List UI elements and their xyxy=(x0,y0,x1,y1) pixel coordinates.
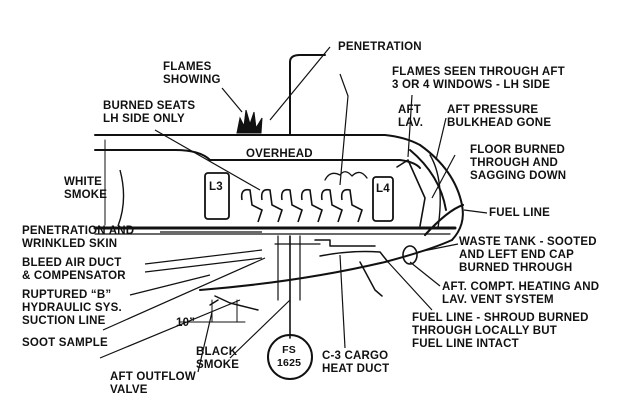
fuselage-bottom xyxy=(199,239,453,291)
tail-cone-inner xyxy=(409,149,447,211)
label-white-smoke: WHITE SMOKE xyxy=(64,176,108,201)
label-ruptured-b: RUPTURED “B” HYDRAULIC SYS. SUCTION LINE xyxy=(22,289,122,327)
label-black-smoke: BLACK SMOKE xyxy=(196,346,240,371)
label-penetration-wrinkled: PENETRATION AND WRINKLED SKIN xyxy=(22,225,135,250)
label-fuel-line: FUEL LINE xyxy=(489,207,551,219)
label-aft-compt: AFT. COMPT. HEATING AND LAV. VENT SYSTEM xyxy=(442,281,600,306)
label-l3: L3 xyxy=(209,181,223,193)
label-floor-burned: FLOOR BURNED THROUGH AND SAGGING DOWN xyxy=(470,144,567,182)
label-aft-pressure: AFT PRESSURE BULKHEAD GONE xyxy=(447,104,552,129)
waste-tank xyxy=(402,245,418,265)
label-flames-showing: FLAMES SHOWING xyxy=(163,61,221,86)
label-c3-cargo: C-3 CARGO HEAT DUCT xyxy=(322,350,390,375)
door-l3 xyxy=(204,172,230,220)
seat-row xyxy=(240,188,363,223)
label-dimension: 10” xyxy=(176,317,196,329)
overhead-bin xyxy=(94,149,421,169)
label-aft-lav: AFT LAV. xyxy=(398,104,424,129)
label-burned-seats: BURNED SEATS LH SIDE ONLY xyxy=(103,100,196,125)
label-aft-outflow: AFT OUTFLOW VALVE xyxy=(110,371,196,396)
label-flames-seen: FLAMES SEEN THROUGH AFT 3 OR 4 WINDOWS -… xyxy=(392,66,565,91)
label-fs: FS 1625 xyxy=(277,344,302,369)
label-waste-tank: WASTE TANK - SOOTED AND LEFT END CAP BUR… xyxy=(459,236,597,274)
label-soot-sample: SOOT SAMPLE xyxy=(22,337,108,349)
fuel-line-tail xyxy=(423,203,465,237)
label-penetration: PENETRATION xyxy=(338,41,422,53)
label-l4: L4 xyxy=(376,183,390,195)
label-fuel-line-shroud: FUEL LINE - SHROUD BURNED THROUGH LOCALL… xyxy=(412,312,589,350)
door-l4 xyxy=(372,176,394,222)
label-bleed-air: BLEED AIR DUCT & COMPENSATOR xyxy=(22,257,126,282)
label-overhead: OVERHEAD xyxy=(246,148,313,160)
fs-station-circle xyxy=(267,334,313,380)
fuselage-top xyxy=(94,134,421,146)
fire-icon xyxy=(236,109,263,134)
tail-fin-outline xyxy=(289,54,326,136)
